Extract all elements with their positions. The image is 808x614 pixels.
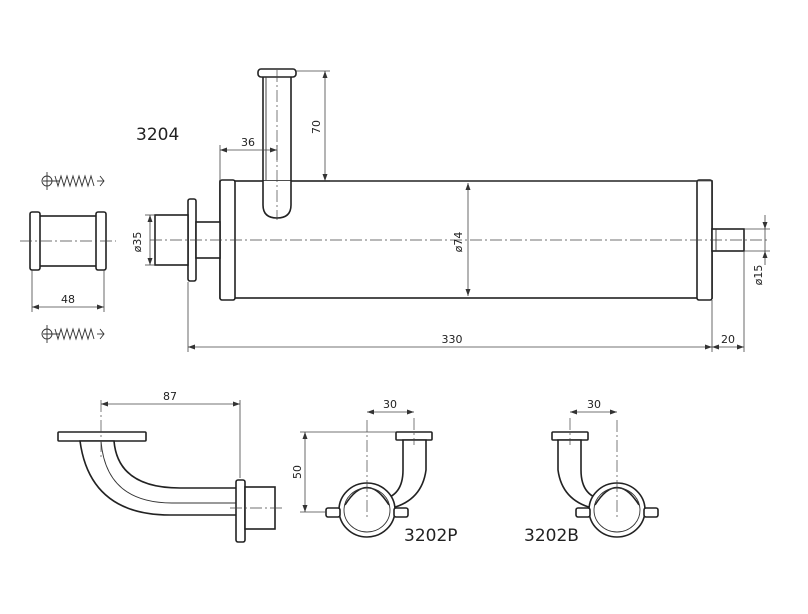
dim-outlet-length: 20 — [721, 333, 735, 346]
elbow-87: 87 — [58, 390, 285, 542]
elbow-pipe — [80, 441, 240, 515]
dim-clamp-offset-p: 30 — [383, 398, 397, 411]
dim-elbow-reach: 87 — [163, 390, 177, 403]
silencer-body — [220, 181, 712, 298]
elbow-3202b: 30 3202B — [524, 398, 658, 546]
dim-body-diameter: ø74 — [452, 232, 465, 253]
silencer-3204: 70 36 ø74 ø35 ø15 330 20 3204 — [131, 69, 770, 352]
dim-elbow-height-p: 50 — [291, 465, 304, 479]
label-3202p: 3202P — [404, 526, 458, 546]
dim-clamp-offset-b: 30 — [587, 398, 601, 411]
dim-inlet-offset: 36 — [241, 136, 255, 149]
elbow-3202p: 30 50 3202P — [291, 398, 458, 546]
dim-body-length: 330 — [442, 333, 463, 346]
coupler-48: 48 — [20, 212, 116, 312]
p-clamp-ear-left — [326, 508, 340, 517]
b-clamp-ear-left — [576, 508, 590, 517]
label-3204: 3204 — [136, 125, 179, 145]
dim-inlet-height: 70 — [310, 120, 323, 134]
b-clamp-ear-right — [644, 508, 658, 517]
spring-icon — [42, 325, 104, 343]
label-3202b: 3202B — [524, 526, 579, 546]
dim-coupler-length: 48 — [61, 293, 75, 306]
dim-flange-diameter: ø35 — [131, 232, 144, 253]
elbow-outlet-flange — [236, 480, 245, 542]
dim-outlet-diameter: ø15 — [752, 265, 765, 286]
spring-icon — [42, 172, 104, 190]
elbow-top-flange — [58, 432, 146, 441]
p-clamp-ear-right — [394, 508, 408, 517]
